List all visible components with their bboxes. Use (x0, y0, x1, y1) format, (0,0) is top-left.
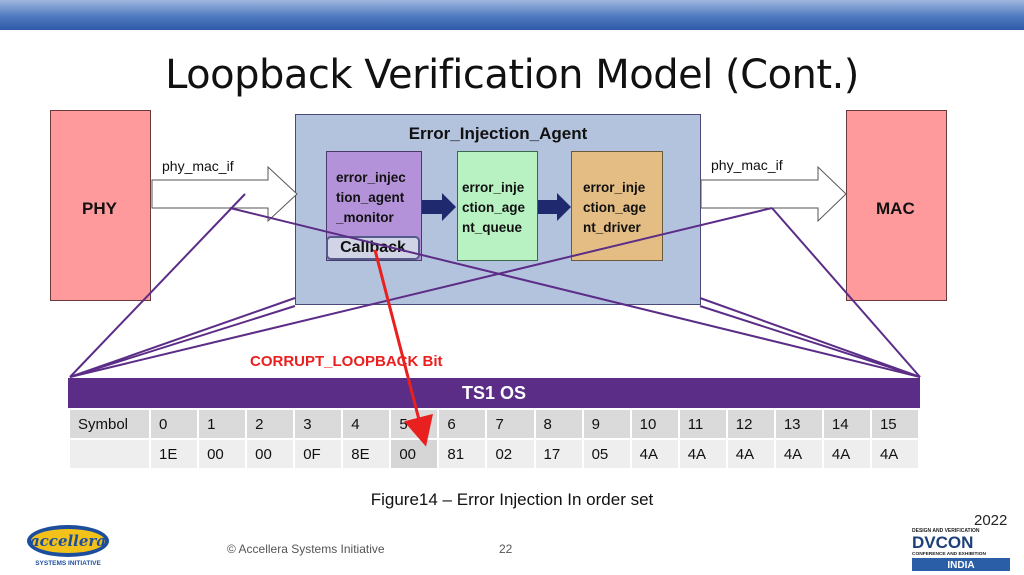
monitor-label-line: error_injec (336, 170, 406, 185)
table-cell: 4A (821, 438, 872, 470)
table-cell: 00 (197, 438, 248, 470)
value-row: 1E 00 00 0F 8E 00 81 02 17 05 4A 4A 4A 4… (68, 438, 921, 470)
page-number: 22 (499, 542, 513, 556)
mac-block (846, 110, 947, 301)
driver-label-line: nt_driver (583, 220, 641, 235)
ts1-os-table: Symbol 0 1 2 3 4 5 6 7 8 9 10 11 12 13 1… (68, 408, 921, 470)
table-cell: 10 (629, 408, 680, 440)
table-cell: 4A (677, 438, 728, 470)
monitor-label-line: tion_agent (336, 190, 405, 205)
top-banner (0, 0, 1024, 30)
table-cell: 15 (869, 408, 921, 440)
monitor-label-line: _monitor (336, 210, 394, 225)
phy-label: PHY (82, 199, 117, 218)
right-interface-label: phy_mac_if (711, 157, 783, 173)
monitor-to-queue-arrow (422, 193, 456, 221)
table-cell: 13 (773, 408, 824, 440)
queue-label-line: ction_age (462, 200, 526, 215)
table-cell: 05 (581, 438, 632, 470)
slide-title: Loopback Verification Model (Cont.) (165, 52, 859, 98)
table-cell: 4 (341, 408, 392, 440)
table-cell: 11 (677, 408, 728, 440)
queue-label-line: nt_queue (462, 220, 523, 235)
table-cell: 17 (533, 438, 584, 470)
table-cell: 8 (533, 408, 584, 440)
dvcon-logo: 2022 DESIGN AND VERIFICATION DVCON CONFE… (912, 512, 1010, 571)
agent-title: Error_Injection_Agent (408, 124, 588, 143)
ts1-os-header: TS1 OS (68, 378, 920, 408)
table-cell: 3 (293, 408, 344, 440)
accellera-logo-wordmark: accellera (30, 532, 106, 550)
corrupt-arrow (373, 249, 433, 447)
left-interface-arrow (151, 165, 298, 223)
accellera-logo: accellera SYSTEMS INITIATIVE (27, 525, 109, 567)
driver-label-line: ction_age (583, 200, 647, 215)
table-cell: 4A (725, 438, 776, 470)
dvcon-name: DVCON (912, 533, 973, 552)
left-interface-label: phy_mac_if (162, 158, 234, 174)
table-cell: 8E (341, 438, 392, 470)
symbol-row: Symbol 0 1 2 3 4 5 6 7 8 9 10 11 12 13 1… (68, 408, 921, 440)
table-cell: 1E (148, 438, 200, 470)
driver-label-line: error_inje (583, 180, 646, 195)
table-cell: 4A (629, 438, 680, 470)
table-cell: 6 (437, 408, 488, 440)
queue-to-driver-arrow (538, 193, 571, 221)
table-cell: 4A (773, 438, 824, 470)
table-cell: 7 (485, 408, 536, 440)
table-cell: 81 (437, 438, 488, 470)
mac-label: MAC (876, 199, 915, 218)
phy-block (50, 110, 151, 301)
table-cell: 0F (293, 438, 344, 470)
dvcon-subtitle: CONFERENCE AND EXHIBITION (912, 551, 986, 557)
queue-label-line: error_inje (462, 180, 525, 195)
table-cell: Symbol (68, 408, 151, 440)
callback-box: Callback (326, 236, 420, 260)
table-cell: 00 (245, 438, 296, 470)
accellera-logo-subtitle: SYSTEMS INITIATIVE (35, 560, 101, 567)
dvcon-tagline: DESIGN AND VERIFICATION (912, 528, 980, 534)
footer-copyright: © Accellera Systems Initiative (227, 542, 385, 556)
figure-caption: Figure14 – Error Injection In order set (370, 490, 654, 509)
table-cell: 12 (725, 408, 776, 440)
table-cell: 2 (245, 408, 296, 440)
purple-fan-lines (69, 193, 921, 378)
dvcon-region: INDIA (947, 560, 974, 571)
right-interface-arrow (700, 165, 847, 223)
table-cell: 02 (485, 438, 536, 470)
table-cell: 9 (581, 408, 632, 440)
queue-block: error_inje ction_age nt_queue (457, 151, 538, 261)
dvcon-year: 2022 (974, 512, 1007, 529)
table-cell: 1 (197, 408, 248, 440)
table-cell (68, 438, 151, 470)
table-cell: 4A (869, 438, 921, 470)
table-cell: 14 (821, 408, 872, 440)
driver-block: error_inje ction_age nt_driver (571, 151, 663, 261)
table-cell: 0 (148, 408, 200, 440)
corrupt-loopback-label: CORRUPT_LOOPBACK Bit (250, 353, 443, 370)
